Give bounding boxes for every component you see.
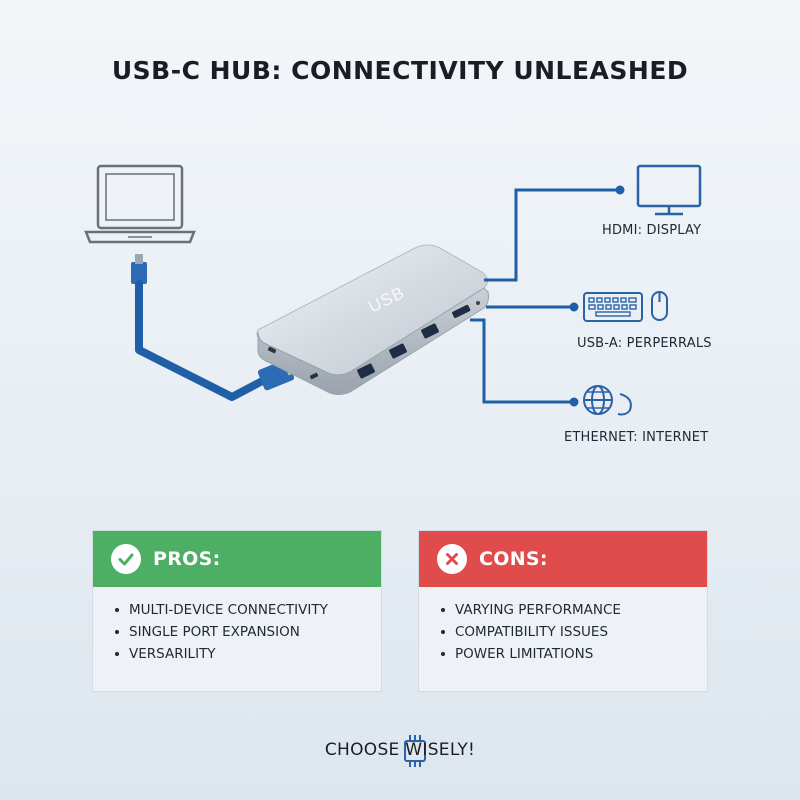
pros-heading: PROS: — [153, 548, 221, 570]
list-item: MULTI-DEVICE CONNECTIVITY — [115, 599, 381, 621]
list-item: POWER LIMITATIONS — [441, 643, 707, 665]
monitor-icon — [636, 164, 702, 216]
footer-text: CHOOSE WISELY! — [324, 740, 476, 760]
page-title: USB-C HUB: CONNECTIVITY UNLEASHED — [111, 56, 689, 85]
list-item: SINGLE PORT EXPANSION — [115, 621, 381, 643]
check-icon — [111, 544, 141, 574]
laptop-icon — [84, 164, 196, 244]
list-item: COMPATIBILITY ISSUES — [441, 621, 707, 643]
cons-heading: CONS: — [479, 548, 548, 570]
usb-c-cable — [131, 254, 298, 401]
globe-icon — [583, 385, 632, 416]
ethernet-line — [470, 318, 574, 404]
pros-list: MULTI-DEVICE CONNECTIVITY SINGLE PORT EX… — [93, 587, 381, 665]
x-icon — [437, 544, 467, 574]
pros-header: PROS: — [93, 531, 381, 587]
cons-card: CONS: VARYING PERFORMANCE COMPATIBILITY … — [418, 530, 708, 692]
output-lines — [470, 185, 625, 407]
usb-a-label: USB-A: PERPERRALS — [577, 336, 712, 351]
list-item: VERSARILITY — [115, 643, 381, 665]
footer: CHOOSE WISELY! — [0, 735, 800, 767]
ethernet-label: ETHERNET: INTERNET — [564, 430, 709, 445]
pros-card: PROS: MULTI-DEVICE CONNECTIVITY SINGLE P… — [92, 530, 382, 692]
keyboard-mouse-icon — [583, 291, 668, 322]
hdmi-line — [484, 188, 620, 282]
hdmi-label: HDMI: DISPLAY — [602, 223, 702, 238]
footer-text-wrap: CHOOSE WISELY! — [324, 735, 476, 767]
cons-header: CONS: — [419, 531, 707, 587]
list-item: VARYING PERFORMANCE — [441, 599, 707, 621]
usb-hub: USB — [256, 244, 489, 395]
cons-list: VARYING PERFORMANCE COMPATIBILITY ISSUES… — [419, 587, 707, 665]
